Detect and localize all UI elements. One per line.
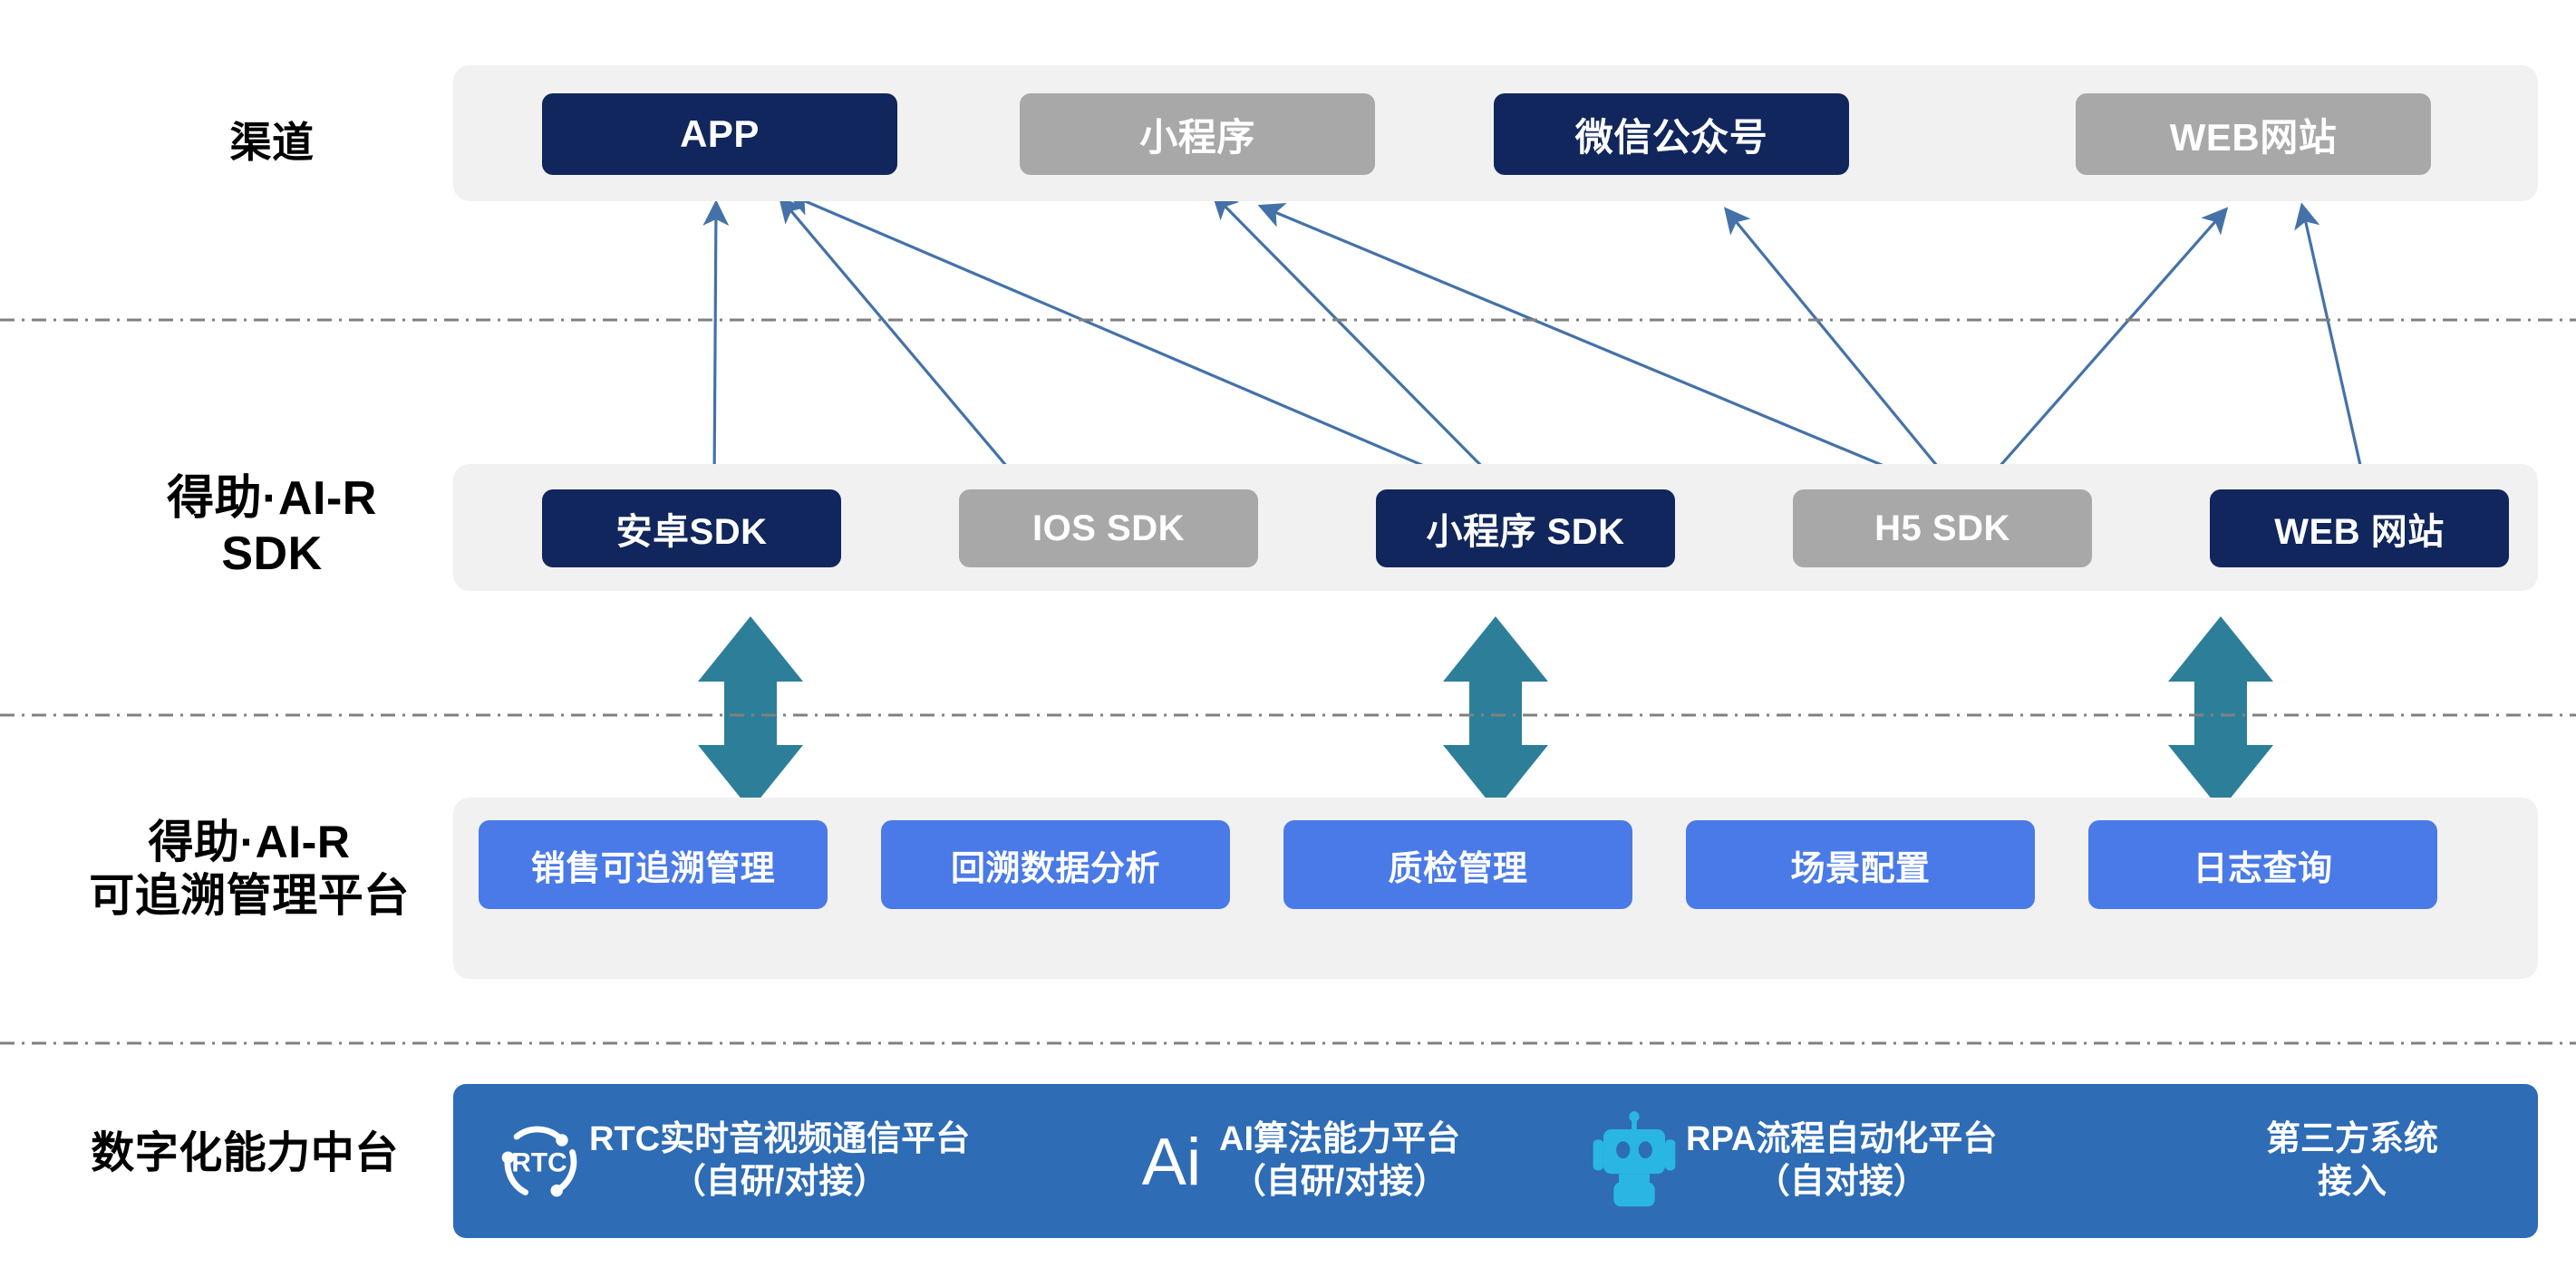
row-label-capability: 数字化能力中台 xyxy=(91,1129,399,1177)
divider-line-1 xyxy=(0,318,2576,322)
platform-box-log-query[interactable]: 日志查询 xyxy=(2088,820,2437,909)
capability-label-thirdparty: 第三方系统 接入 xyxy=(2265,1119,2438,1202)
row-label-channel: 渠道 xyxy=(229,119,315,166)
channel-box-web[interactable]: WEB网站 xyxy=(2076,93,2431,175)
channel-box-wechat-oa[interactable]: 微信公众号 xyxy=(1494,93,1849,175)
platform-box-sales-trace[interactable]: 销售可追溯管理 xyxy=(479,820,828,909)
platform-box-trace-analysis[interactable]: 回溯数据分析 xyxy=(881,820,1230,909)
robot-icon xyxy=(1582,1111,1686,1208)
capability-item-rpa[interactable]: RPA流程自动化平台 （自对接） xyxy=(1582,1084,1997,1238)
ai-icon: Ai xyxy=(1124,1119,1219,1203)
svg-text:RTC: RTC xyxy=(511,1148,567,1178)
capability-label-rtc: RTC实时音视频通信平台 （自研/对接） xyxy=(589,1119,971,1202)
rtc-icon: RTC xyxy=(489,1118,589,1205)
platform-box-quality-check[interactable]: 质检管理 xyxy=(1283,820,1632,909)
channel-box-miniprogram[interactable]: 小程序 xyxy=(1020,93,1375,175)
sdk-box-web[interactable]: WEB 网站 xyxy=(2210,489,2509,567)
divider-line-3 xyxy=(0,1041,2576,1045)
platform-box-scene-config[interactable]: 场景配置 xyxy=(1686,820,2035,909)
svg-text:Ai: Ai xyxy=(1142,1124,1201,1199)
capability-bar xyxy=(453,1084,2538,1238)
divider-line-2 xyxy=(0,713,2576,717)
sdk-box-ios[interactable]: IOS SDK xyxy=(959,489,1258,567)
capability-item-thirdparty[interactable]: 第三方系统 接入 xyxy=(2203,1084,2502,1238)
sdk-box-h5[interactable]: H5 SDK xyxy=(1793,489,2092,567)
row-label-platform: 得助·AI-R 可追溯管理平台 xyxy=(89,817,410,921)
sdk-box-android[interactable]: 安卓SDK xyxy=(542,489,841,567)
channel-box-app[interactable]: APP xyxy=(542,93,897,175)
capability-item-ai[interactable]: Ai AI算法能力平台 （自研/对接） xyxy=(1124,1084,1460,1238)
sdk-box-miniprogram[interactable]: 小程序 SDK xyxy=(1376,489,1675,567)
sdk-to-channel-connectors xyxy=(702,191,2368,500)
capability-item-rtc[interactable]: RTC RTC实时音视频通信平台 （自研/对接） xyxy=(489,1084,970,1238)
capability-label-rpa: RPA流程自动化平台 （自对接） xyxy=(1686,1119,1998,1202)
row-label-sdk: 得助·AI-R SDK xyxy=(167,472,377,581)
capability-label-ai: AI算法能力平台 （自研/对接） xyxy=(1219,1119,1461,1202)
